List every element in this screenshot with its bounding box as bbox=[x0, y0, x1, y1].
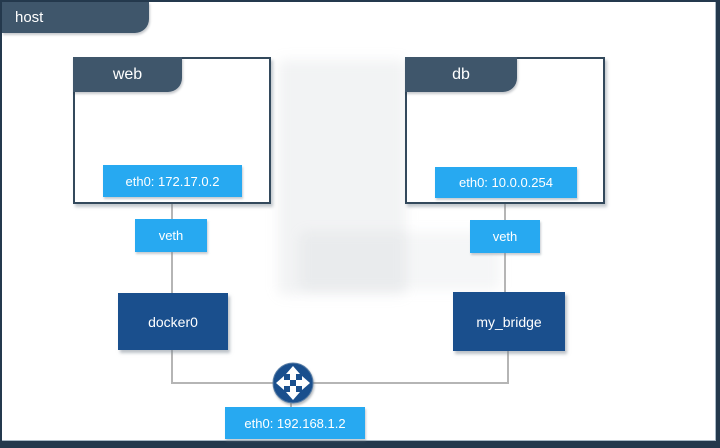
my-bridge-box: my_bridge bbox=[453, 292, 565, 351]
web-to-veth-line bbox=[171, 202, 173, 219]
web-veth-label: veth bbox=[158, 228, 184, 243]
container-web-tab: web bbox=[73, 57, 182, 92]
container-db-tab: db bbox=[405, 57, 517, 92]
db-eth0-box: eth0: 10.0.0.254 bbox=[435, 167, 577, 198]
router-arrows-icon bbox=[272, 362, 314, 404]
background-smudge bbox=[278, 60, 406, 295]
web-eth0-box: eth0: 172.17.0.2 bbox=[103, 165, 242, 197]
web-eth0-label: eth0: 172.17.0.2 bbox=[125, 173, 220, 189]
my-bridge-label: my_bridge bbox=[476, 313, 542, 330]
host-label: host bbox=[15, 9, 44, 26]
host-tab: host bbox=[2, 2, 149, 33]
veth-to-mybridge-line bbox=[504, 253, 506, 292]
db-veth-label: veth bbox=[492, 229, 518, 244]
docker0-bridge-label: docker0 bbox=[148, 313, 198, 330]
db-veth-box: veth bbox=[470, 220, 540, 253]
web-veth-box: veth bbox=[135, 219, 207, 252]
container-db: db eth0: 10.0.0.254 bbox=[405, 57, 605, 204]
container-db-label: db bbox=[452, 65, 470, 83]
mybridge-down-line bbox=[507, 351, 509, 383]
host-eth0-label: eth0: 192.168.1.2 bbox=[244, 415, 346, 431]
db-eth0-label: eth0: 10.0.0.254 bbox=[459, 175, 553, 190]
docker0-bridge-box: docker0 bbox=[118, 293, 228, 350]
db-to-veth-line bbox=[504, 202, 506, 220]
host-eth0-box: eth0: 192.168.1.2 bbox=[225, 407, 365, 439]
bridge-bus-line bbox=[171, 382, 509, 384]
veth-to-docker0-line bbox=[171, 252, 173, 293]
container-web: web eth0: 172.17.0.2 bbox=[73, 57, 271, 204]
docker0-down-line bbox=[171, 350, 173, 383]
container-web-label: web bbox=[112, 65, 143, 83]
background-smudge bbox=[300, 232, 500, 290]
